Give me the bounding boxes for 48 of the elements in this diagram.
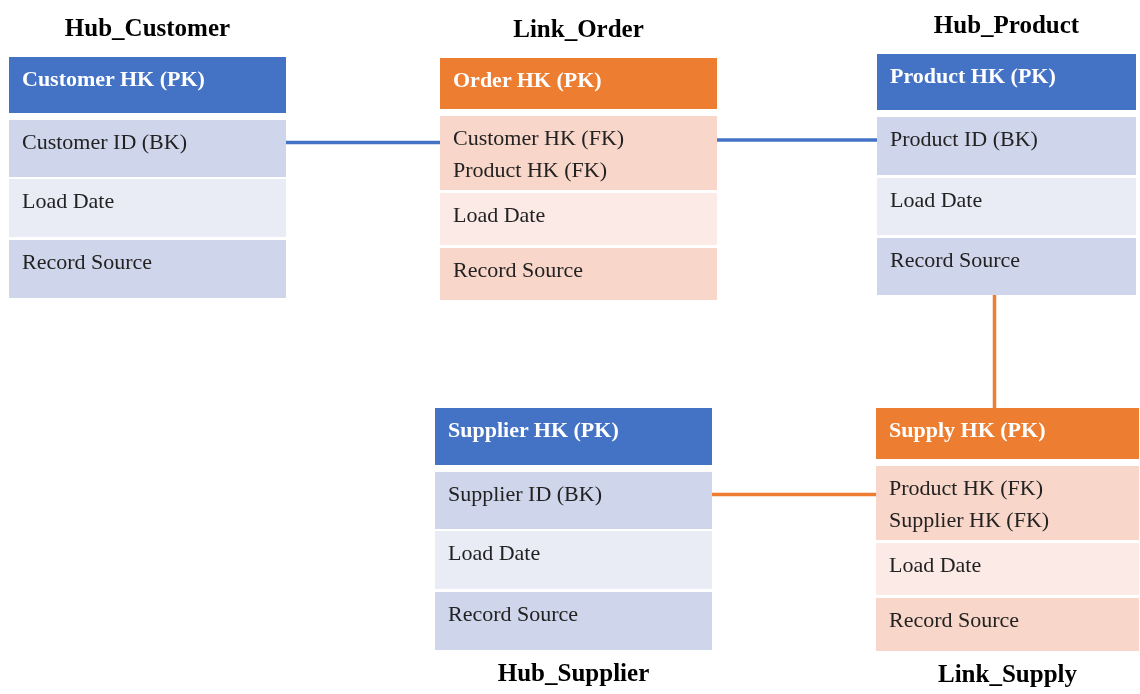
field-label: Product ID (BK) <box>890 125 1038 153</box>
table-row <box>435 472 712 529</box>
table-header-row <box>876 408 1139 459</box>
table-row <box>876 466 1139 540</box>
field-label: Load Date <box>889 551 982 579</box>
key-field-label: Supply HK (PK) <box>889 416 1046 444</box>
table-title: Hub_Product <box>933 10 1080 40</box>
table-row <box>440 193 717 245</box>
field-label: Load Date <box>22 187 115 215</box>
connector-line <box>992 295 997 408</box>
field-label: Product HK (FK) <box>889 474 1043 502</box>
table-header-row <box>9 57 286 113</box>
key-field-label: Order HK (PK) <box>453 66 602 94</box>
field-label: Supplier HK (FK) <box>889 506 1050 534</box>
table-row <box>877 238 1136 295</box>
table-row <box>440 248 717 300</box>
field-label: Record Source <box>453 256 584 284</box>
table-header-row <box>877 54 1136 110</box>
table-row <box>440 116 717 190</box>
field-label: Load Date <box>453 201 546 229</box>
table-row <box>876 598 1139 651</box>
table-row <box>877 117 1136 175</box>
key-field-label: Supplier HK (PK) <box>448 416 619 444</box>
connector-line <box>717 138 877 142</box>
field-label: Customer ID (BK) <box>22 128 187 156</box>
table-title: Link_Supply <box>938 659 1077 689</box>
table-row <box>435 592 712 650</box>
key-field-label: Product HK (PK) <box>890 62 1056 90</box>
field-label: Load Date <box>890 186 983 214</box>
key-field-label: Customer HK (PK) <box>22 65 205 93</box>
table-row <box>9 240 286 298</box>
table-title: Link_Order <box>513 14 644 44</box>
table-row <box>9 120 286 177</box>
field-label: Supplier ID (BK) <box>448 480 602 508</box>
field-label: Record Source <box>22 248 153 276</box>
table-title: Hub_Supplier <box>497 658 650 688</box>
field-label: Record Source <box>448 600 579 628</box>
field-label: Record Source <box>889 606 1020 634</box>
field-label: Record Source <box>890 246 1021 274</box>
field-label: Customer HK (FK) <box>453 124 625 152</box>
table-row <box>876 543 1139 595</box>
field-label: Product HK (FK) <box>453 156 607 184</box>
table-title: Hub_Customer <box>64 13 231 43</box>
table-header-row <box>435 408 712 465</box>
table-header-row <box>440 58 717 109</box>
connector-line <box>712 492 876 497</box>
field-label: Load Date <box>448 539 541 567</box>
connector-line <box>286 140 440 145</box>
